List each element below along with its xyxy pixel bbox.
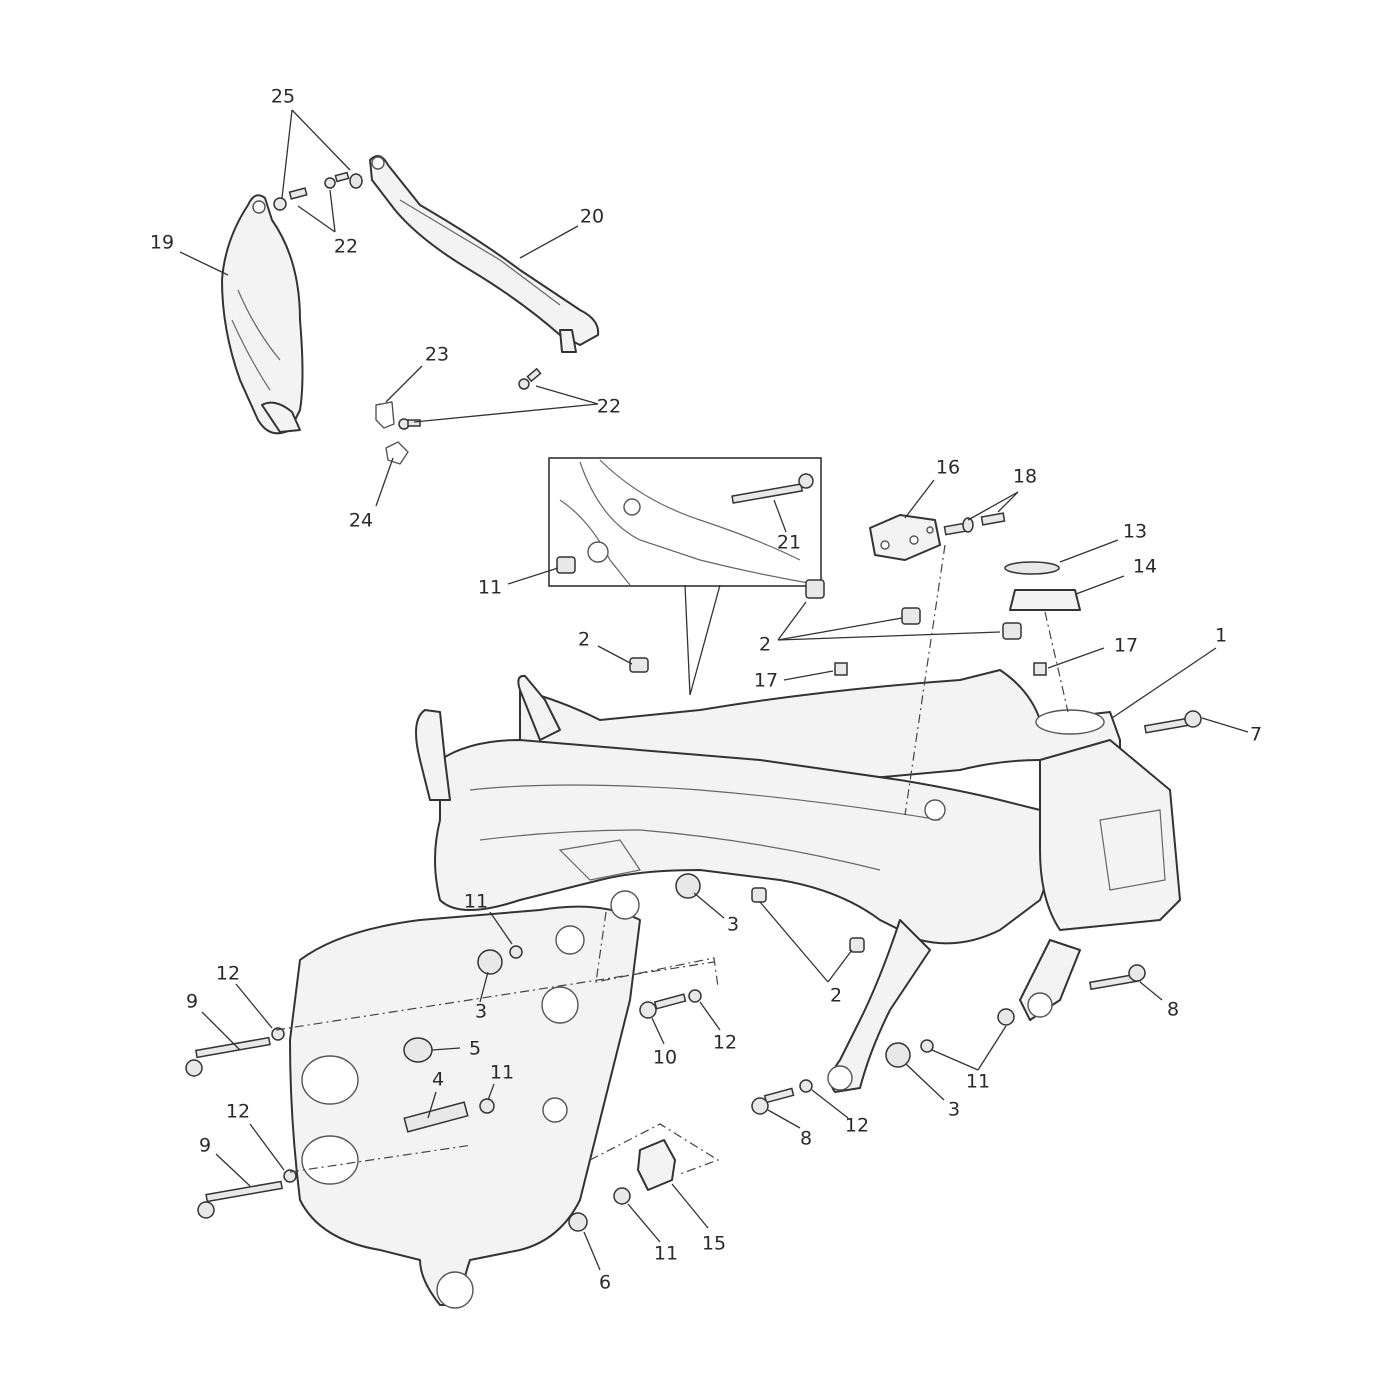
upper-fasteners bbox=[273, 171, 542, 465]
callout-label: 6 bbox=[599, 1272, 611, 1294]
callout-label: 11 bbox=[478, 577, 502, 599]
callout-label: 23 bbox=[425, 344, 449, 366]
callout-label: 2 bbox=[578, 629, 590, 651]
callout-label: 3 bbox=[727, 914, 739, 936]
callout-label: 2 bbox=[830, 985, 842, 1007]
callout-label: 9 bbox=[199, 1135, 211, 1157]
callout-label: 11 bbox=[490, 1062, 514, 1084]
callout-labels: 25 22 19 20 23 22 24 16 18 13 14 21 11 2… bbox=[150, 86, 1262, 1294]
callout-label: 25 bbox=[271, 86, 295, 108]
callout-label: 18 bbox=[1013, 466, 1037, 488]
callout-label: 11 bbox=[464, 891, 488, 913]
callout-label: 17 bbox=[754, 670, 778, 692]
assembly-lines bbox=[275, 544, 1069, 1175]
callout-label: 11 bbox=[966, 1071, 990, 1093]
callout-label: 20 bbox=[580, 206, 604, 228]
callout-label: 5 bbox=[469, 1038, 481, 1060]
callout-label: 22 bbox=[334, 236, 358, 258]
side-panel-left-part bbox=[221, 194, 304, 435]
frame-fasteners bbox=[185, 512, 1202, 1232]
callout-label: 14 bbox=[1133, 556, 1157, 578]
callout-label: 12 bbox=[713, 1032, 737, 1054]
main-frame-part bbox=[289, 669, 1181, 1309]
callout-label: 22 bbox=[597, 396, 621, 418]
callout-label: 3 bbox=[948, 1099, 960, 1121]
callout-label: 10 bbox=[653, 1047, 677, 1069]
callout-label: 3 bbox=[475, 1001, 487, 1023]
detail-inset bbox=[548, 457, 822, 696]
callout-label: 1 bbox=[1215, 625, 1227, 647]
callout-label: 17 bbox=[1114, 635, 1138, 657]
callout-label: 2 bbox=[759, 634, 771, 656]
callout-label: 9 bbox=[186, 991, 198, 1013]
callout-label: 12 bbox=[845, 1115, 869, 1137]
callout-label: 4 bbox=[432, 1069, 444, 1091]
callout-label: 24 bbox=[349, 510, 373, 532]
callout-label: 16 bbox=[936, 457, 960, 479]
side-panel-right-part bbox=[369, 155, 600, 353]
callout-label: 12 bbox=[216, 963, 240, 985]
callout-label: 15 bbox=[702, 1233, 726, 1255]
callout-label: 7 bbox=[1250, 724, 1262, 746]
leader-lines bbox=[179, 109, 1249, 1271]
callout-label: 21 bbox=[777, 532, 801, 554]
callout-label: 11 bbox=[654, 1243, 678, 1265]
callout-label: 8 bbox=[1167, 999, 1179, 1021]
callout-label: 8 bbox=[800, 1128, 812, 1150]
callout-label: 13 bbox=[1123, 521, 1147, 543]
callout-label: 12 bbox=[226, 1101, 250, 1123]
callout-label: 19 bbox=[150, 232, 174, 254]
